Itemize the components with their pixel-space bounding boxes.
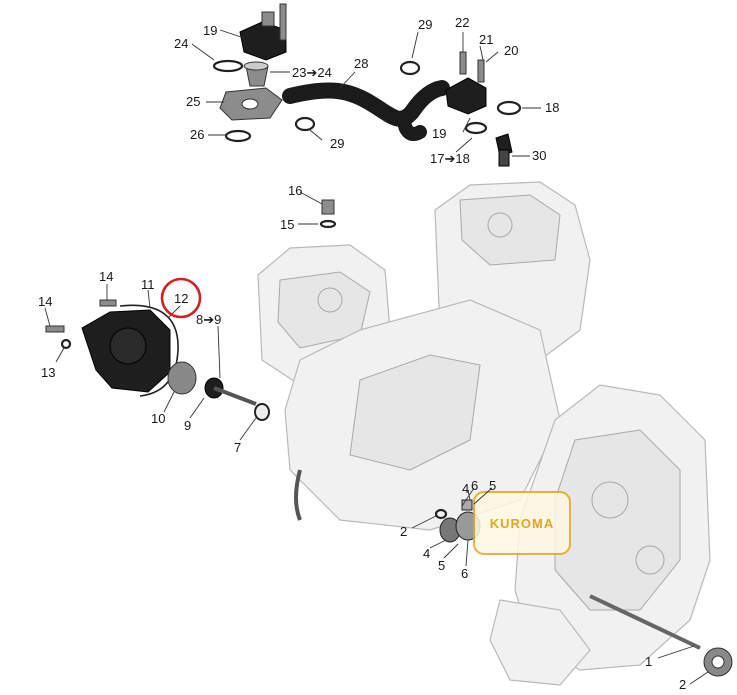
callout-1: 1: [645, 654, 652, 669]
engine-block-ghost: [257, 181, 711, 686]
callout-17-to-18: 17➔18: [430, 151, 470, 166]
callout-24: 24: [174, 36, 188, 51]
callout-14-left: 14: [38, 294, 52, 309]
callout-19-upper: 19: [203, 23, 217, 38]
callout-8-to-9: 8➔9: [196, 312, 221, 327]
callout-13: 13: [41, 365, 55, 380]
callout-5-lower: 5: [438, 558, 445, 573]
callout-6-lower: 6: [461, 566, 468, 581]
callout-18: 18: [545, 100, 559, 115]
callout-26: 26: [190, 127, 204, 142]
callout-labels: 19 24 23➔24 25 26 28 29 29 22 21 20 18 1…: [38, 15, 686, 692]
callout-23-to-24: 23➔24: [292, 65, 332, 80]
callout-30: 30: [532, 148, 546, 163]
callout-9: 9: [184, 418, 191, 433]
thermostat-housing-group: [212, 3, 287, 143]
watermark-logo: KUROMA: [473, 491, 571, 555]
callout-2-middle: 2: [400, 524, 407, 539]
drain-plug-group: [319, 199, 337, 229]
callout-12: 12: [174, 291, 188, 306]
callout-19-lower: 19: [432, 126, 446, 141]
callout-29-upper: 29: [418, 17, 432, 32]
leader-lines: [44, 29, 709, 685]
highlight-circle: [160, 277, 202, 319]
callout-16: 16: [288, 183, 302, 198]
callout-29-lower: 29: [330, 136, 344, 151]
callout-2-lower: 2: [679, 677, 686, 690]
callout-6-upper: 6: [471, 478, 478, 493]
coolant-hose: [282, 60, 450, 141]
callout-5-upper: 5: [489, 478, 496, 493]
callout-15: 15: [280, 217, 294, 232]
callout-4-lower: 4: [423, 546, 430, 561]
callout-21: 21: [479, 32, 493, 47]
water-pump-group: [45, 299, 270, 421]
callout-10: 10: [151, 411, 165, 426]
callout-14-upper: 14: [99, 269, 113, 284]
callout-22: 22: [455, 15, 469, 30]
coolant-outlet-group: [445, 51, 522, 167]
callout-20: 20: [504, 43, 518, 58]
callout-11: 11: [141, 277, 155, 292]
callout-7: 7: [234, 440, 241, 455]
callout-4-upper: 4: [462, 481, 469, 496]
watermark-text: KUROMA: [490, 516, 555, 531]
callout-25: 25: [186, 94, 200, 109]
callout-28: 28: [354, 56, 368, 71]
